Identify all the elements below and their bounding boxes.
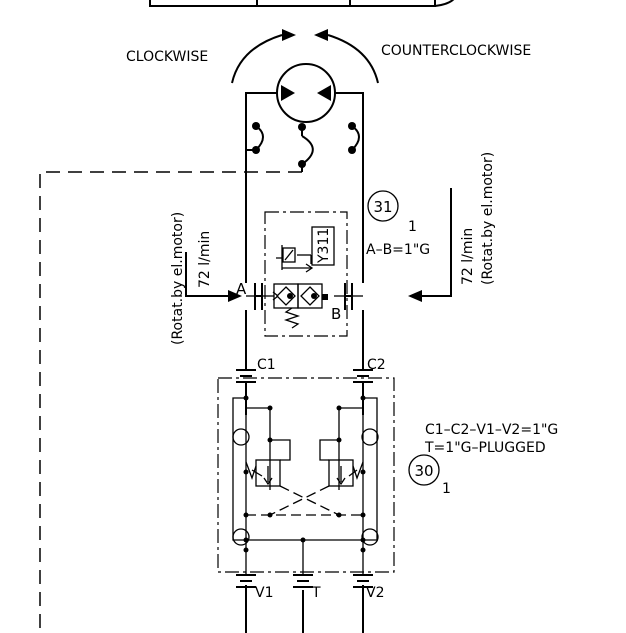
- port-v2-label: V2: [366, 585, 384, 601]
- hydraulic-motor: [245, 63, 364, 135]
- port-b-label: B: [331, 305, 341, 323]
- ref-31-number: 31: [373, 198, 392, 216]
- ref-30-sub: 1: [442, 481, 451, 497]
- ref-31-bubble: [367, 190, 399, 222]
- flow-arrow-left: [185, 252, 242, 302]
- clockwise-label: CLOCKWISE: [126, 49, 208, 65]
- top-frame: [149, 0, 455, 7]
- port-c2-label: C2: [367, 357, 386, 373]
- rotation-note-left: (Rotat.by el.motor): [170, 212, 186, 345]
- port-a-label: A: [236, 280, 247, 298]
- couplings-v1-t-v2: [236, 574, 373, 588]
- spec-ab: A–B=1"G: [366, 242, 430, 258]
- ref-30-bubble: [408, 454, 440, 486]
- port-v1-label: V1: [255, 585, 273, 601]
- flow-rate-right: 72 l/min: [460, 228, 476, 285]
- counterclockwise-label: COUNTERCLOCKWISE: [381, 43, 531, 59]
- flow-arrow-right: [408, 188, 452, 302]
- couplings-c1-c2: [236, 369, 373, 383]
- valve-tag: Y311: [316, 228, 332, 264]
- spec-t-plugged: T=1"G–PLUGGED: [424, 440, 546, 456]
- ref-31-sub: 1: [408, 219, 417, 235]
- rotation-arc: [231, 29, 379, 84]
- rotation-note-right: (Rotat.by el.motor): [480, 152, 496, 285]
- hose-connections: [246, 122, 360, 172]
- valve-31-block: [246, 211, 363, 337]
- main-lines: [245, 135, 364, 633]
- port-t-label: T: [311, 585, 321, 601]
- port-c1-label: C1: [257, 357, 276, 373]
- spec-c1c2v1v2: C1–C2–V1–V2=1"G: [425, 422, 558, 438]
- valve-30-block: [217, 377, 395, 575]
- flow-rate-left: 72 l/min: [197, 231, 213, 288]
- ref-30-number: 30: [414, 462, 433, 480]
